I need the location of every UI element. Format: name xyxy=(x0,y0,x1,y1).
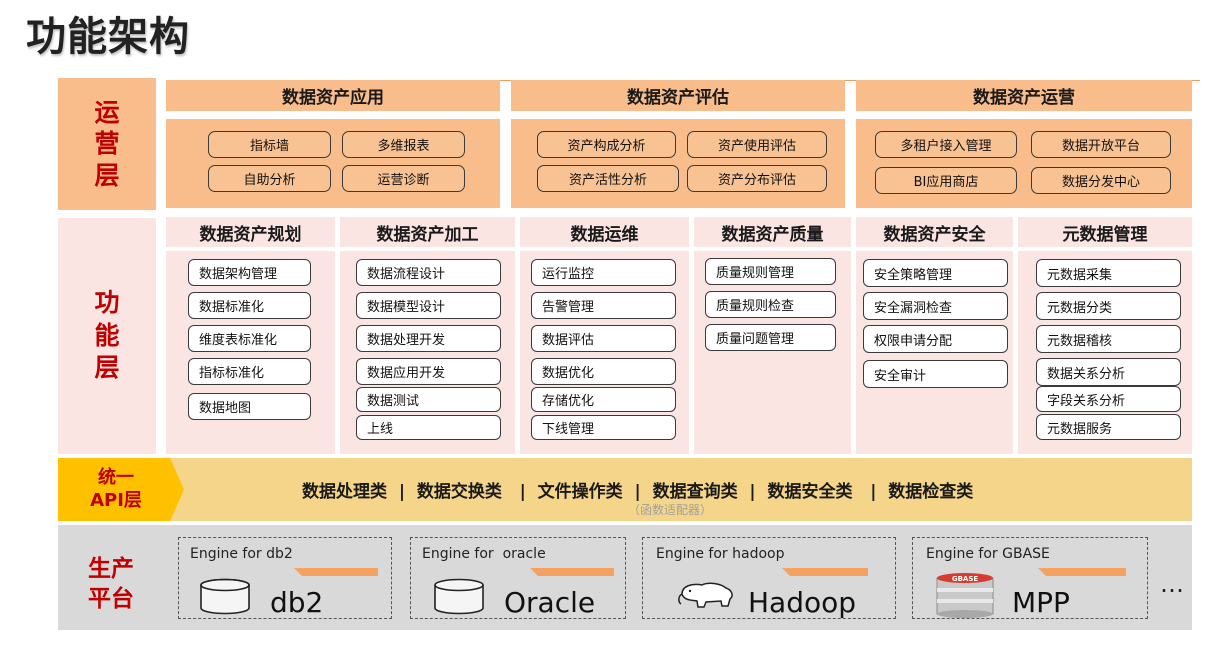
ops-item[interactable]: 资产分布评估 xyxy=(687,165,827,192)
ops-group-header-eval: 数据资产评估 xyxy=(511,80,845,111)
func-item[interactable]: 安全审计 xyxy=(863,360,1008,388)
func-item[interactable]: 数据标准化 xyxy=(188,292,311,319)
engine-box-hadoop xyxy=(642,537,896,619)
func-item[interactable]: 质量规则管理 xyxy=(705,258,836,285)
ops-group-panel-app xyxy=(166,119,500,208)
engine-name: Oracle xyxy=(504,586,596,619)
func-item[interactable]: 数据架构管理 xyxy=(188,259,311,286)
api-categories: 数据处理类 | 数据交换类 | 文件操作类 | 数据查询类 | 数据安全类 | … xyxy=(302,482,974,502)
callout-arrow xyxy=(1038,568,1126,576)
ops-item[interactable]: 自助分析 xyxy=(208,165,331,192)
func-item[interactable]: 数据处理开发 xyxy=(356,325,501,352)
api-layer-line2: API层 xyxy=(90,489,142,511)
func-item[interactable]: 元数据分类 xyxy=(1036,292,1181,320)
func-header-process: 数据资产加工 xyxy=(340,217,515,247)
func-item[interactable]: 存储优化 xyxy=(531,387,676,412)
api-layer-label-arrow xyxy=(58,458,184,521)
engine-label: Engine for GBASE xyxy=(926,546,1050,562)
func-item[interactable]: 数据优化 xyxy=(531,358,676,385)
func-item[interactable]: 数据流程设计 xyxy=(356,259,501,286)
api-subtitle: （函数适配器） xyxy=(628,503,713,517)
func-item[interactable]: 字段关系分析 xyxy=(1036,386,1181,412)
engine-box-gbase xyxy=(912,537,1148,619)
func-item[interactable]: 质量规则检查 xyxy=(705,291,836,318)
production-layer-text: 生产平台 xyxy=(88,556,134,612)
ops-item[interactable]: 多租户接入管理 xyxy=(875,131,1017,158)
func-item[interactable]: 下线管理 xyxy=(531,415,676,440)
ops-layer-label: 运营层 xyxy=(58,78,156,210)
engine-box-db2 xyxy=(178,537,392,619)
production-layer-label: 生产平台 xyxy=(66,550,156,620)
database-cylinder-icon xyxy=(200,578,250,615)
func-item[interactable]: 元数据稽核 xyxy=(1036,325,1181,353)
func-item[interactable]: 数据模型设计 xyxy=(356,292,501,319)
engine-label: Engine for oracle xyxy=(422,546,546,562)
ops-item[interactable]: BI应用商店 xyxy=(875,167,1017,194)
ops-item[interactable]: 数据分发中心 xyxy=(1031,167,1171,194)
engine-name: MPP xyxy=(1012,586,1070,619)
func-item[interactable]: 数据评估 xyxy=(531,325,676,352)
func-item[interactable]: 元数据采集 xyxy=(1036,259,1181,287)
func-header-security: 数据资产安全 xyxy=(856,217,1013,247)
ops-item[interactable]: 资产使用评估 xyxy=(687,131,827,158)
page-title: 功能架构 xyxy=(26,14,190,60)
func-item[interactable]: 指标标准化 xyxy=(188,358,311,385)
func-header-metadata: 元数据管理 xyxy=(1018,217,1192,247)
func-header-ops: 数据运维 xyxy=(520,217,689,247)
func-item[interactable]: 元数据服务 xyxy=(1036,414,1181,440)
engine-name: db2 xyxy=(270,586,324,619)
api-layer-line1: 统一 xyxy=(98,467,134,488)
func-item[interactable]: 告警管理 xyxy=(531,292,676,319)
func-item[interactable]: 安全策略管理 xyxy=(863,259,1008,287)
callout-arrow xyxy=(294,568,378,576)
callout-arrow xyxy=(530,568,614,576)
func-item[interactable]: 数据地图 xyxy=(188,393,311,420)
func-item[interactable]: 质量问题管理 xyxy=(705,324,836,351)
ops-item[interactable]: 资产构成分析 xyxy=(537,131,676,158)
ops-group-header-app: 数据资产应用 xyxy=(166,80,500,111)
engine-label: Engine for db2 xyxy=(190,546,293,562)
api-layer-band xyxy=(58,458,1192,521)
func-item[interactable]: 维度表标准化 xyxy=(188,325,311,352)
ops-item[interactable]: 多维报表 xyxy=(342,131,465,158)
engine-name: Hadoop xyxy=(748,586,857,619)
func-item[interactable]: 数据测试 xyxy=(356,387,501,412)
func-item[interactable]: 上线 xyxy=(356,415,501,440)
ops-item[interactable]: 运营诊断 xyxy=(342,165,465,192)
func-item[interactable]: 权限申请分配 xyxy=(863,325,1008,353)
ops-item[interactable]: 资产活性分析 xyxy=(537,165,679,192)
func-item[interactable]: 运行监控 xyxy=(531,259,676,286)
ops-item[interactable]: 数据开放平台 xyxy=(1031,131,1171,158)
func-header-quality: 数据资产质量 xyxy=(694,217,851,247)
func-header-plan: 数据资产规划 xyxy=(166,217,335,247)
func-layer-text: 功能层 xyxy=(94,288,120,383)
engine-box-oracle xyxy=(410,537,626,619)
database-cylinder-icon xyxy=(434,578,484,615)
func-item[interactable]: 安全漏洞检查 xyxy=(863,292,1008,320)
func-item[interactable]: 数据关系分析 xyxy=(1036,358,1181,386)
engine-label: Engine for hadoop xyxy=(656,546,785,562)
ops-group-header-ops: 数据资产运营 xyxy=(856,80,1192,111)
func-item[interactable]: 数据应用开发 xyxy=(356,358,501,385)
svg-text:GBASE: GBASE xyxy=(952,575,979,583)
ops-layer-text: 运营层 xyxy=(94,98,120,190)
more-ellipsis: … xyxy=(1160,570,1184,598)
ops-item[interactable]: 指标墙 xyxy=(208,131,331,158)
ops-group-panel-eval xyxy=(511,119,845,208)
gbase-cylinder-icon: GBASE xyxy=(936,573,994,618)
api-layer-label: 统一 API层 xyxy=(66,461,166,518)
func-layer-label: 功能层 xyxy=(58,218,156,454)
callout-arrow xyxy=(782,568,868,576)
hadoop-elephant-icon xyxy=(678,582,733,608)
